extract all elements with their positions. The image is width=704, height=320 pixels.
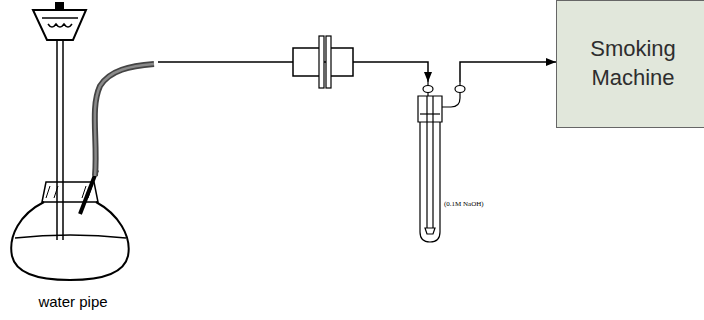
bowl bbox=[33, 10, 86, 40]
water-pipe: water pipe bbox=[0, 0, 158, 318]
filter-housing bbox=[331, 48, 353, 76]
impinger-drawing bbox=[410, 82, 495, 244]
stopper-head bbox=[418, 96, 442, 122]
process-box: Smoking Machine bbox=[556, 0, 704, 128]
filter-housing bbox=[331, 48, 353, 76]
filter-plate bbox=[326, 36, 331, 88]
outer-tube bbox=[420, 122, 440, 242]
side-tube bbox=[80, 170, 97, 214]
frit-tip bbox=[425, 228, 435, 234]
hose bbox=[95, 64, 154, 176]
bowl-knob bbox=[55, 2, 64, 10]
water-line bbox=[15, 235, 126, 238]
port-knob bbox=[455, 86, 465, 93]
tube-connector bbox=[158, 62, 428, 82]
water-pipe-drawing bbox=[0, 0, 158, 318]
port-knob bbox=[423, 86, 433, 93]
stopper-ring bbox=[420, 113, 440, 114]
stem bbox=[56, 40, 58, 240]
vase-body bbox=[11, 202, 128, 280]
impinger: (0.1M NaOH) bbox=[410, 82, 495, 244]
hose bbox=[95, 64, 154, 176]
stem bbox=[62, 40, 64, 240]
filter-plate bbox=[319, 36, 324, 88]
filter-housing bbox=[293, 48, 319, 76]
inner-tube bbox=[427, 96, 433, 228]
reagent-label: (0.1M NaOH) bbox=[444, 200, 484, 208]
box-label: Smoking Machine bbox=[565, 35, 701, 92]
figure-label: water pipe bbox=[8, 293, 138, 310]
tube-connector bbox=[460, 62, 556, 82]
bowl-coal bbox=[42, 17, 78, 19]
filter-housing bbox=[293, 48, 319, 76]
bowl-coal bbox=[48, 24, 72, 27]
